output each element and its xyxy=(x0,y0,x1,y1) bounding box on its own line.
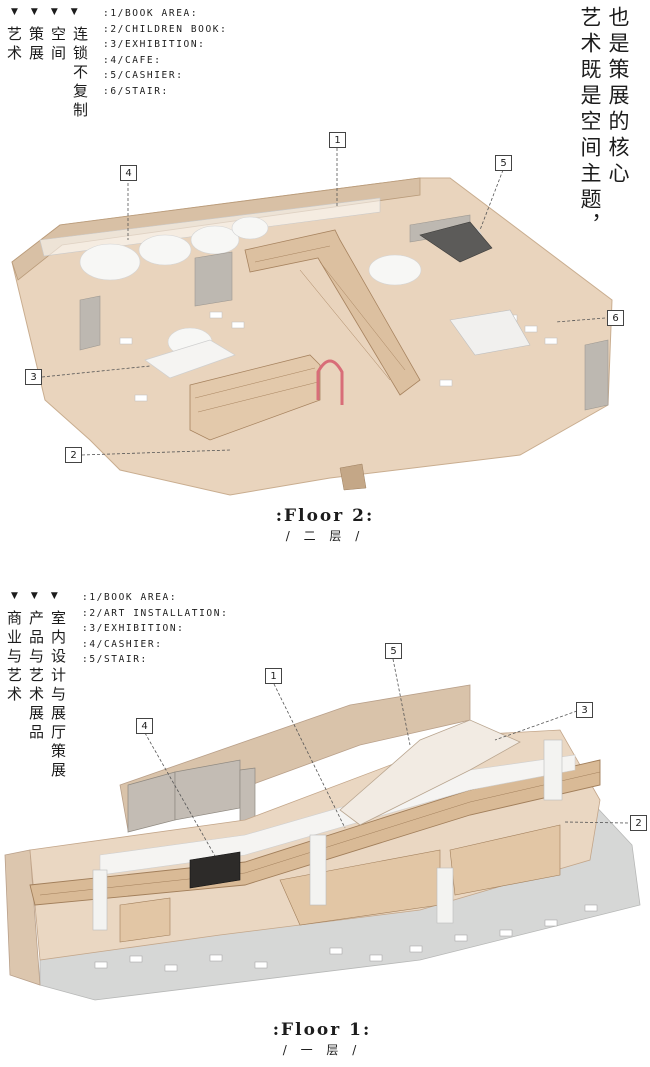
tag-column: 空间 xyxy=(49,26,67,64)
floor1-left-wall xyxy=(4,849,41,986)
floor2-leader-lines xyxy=(41,148,606,456)
floor2-callout-1: 1 xyxy=(329,132,346,148)
slogan-column: 也是策展的核心 xyxy=(606,6,630,188)
marker: ▼ xyxy=(30,7,38,17)
tag-column: 室内设计与展厅策展 xyxy=(49,610,67,781)
floor1-legend: :1/BOOK AREA: :2/ART INSTALLATION: :3/EX… xyxy=(82,590,228,668)
legend-item: :3/EXHIBITION: xyxy=(82,623,185,634)
floor1-markers: ▼ ▼ ▼ xyxy=(11,592,58,601)
floor2-back-wall xyxy=(11,177,421,281)
floor2-title: :Floor 2: xyxy=(275,506,375,526)
floor1-tag-columns: 商业与艺术 产品与艺术展品 室内设计与展厅策展 xyxy=(5,610,67,781)
floor2-exhibition-plinth xyxy=(144,339,236,379)
legend-item: :3/EXHIBITION: xyxy=(103,39,206,50)
legend-item: :5/STAIR: xyxy=(82,654,148,665)
floor2-markers: ▼ ▼ ▼ ▼ xyxy=(11,8,78,17)
tag-column: 策展 xyxy=(27,26,45,64)
floor1-subtitle: / 一 层 / xyxy=(282,1043,362,1057)
legend-item: :5/CASHIER: xyxy=(103,70,184,81)
floor2-arch xyxy=(316,359,344,405)
floor1-bookshelves xyxy=(119,824,561,943)
floor1-plaza-tables xyxy=(94,904,598,972)
tag-column: 艺术 xyxy=(5,26,23,64)
floor2-bookshelf-spine xyxy=(244,229,421,396)
legend-item: :1/BOOK AREA: xyxy=(103,8,199,19)
tag-column: 连锁不复制 xyxy=(71,26,89,121)
floor2-entry-step xyxy=(339,463,367,491)
legend-item: :2/CHILDREN BOOK: xyxy=(103,23,228,35)
floor2-callout-4: 4 xyxy=(120,165,137,181)
floor2-tag-columns: 艺术 策展 空间 连锁不复制 xyxy=(5,26,89,121)
floor2-callout-5: 5 xyxy=(495,155,512,171)
floor1-title: :Floor 1: xyxy=(272,1020,372,1040)
floor1-callout-1: 1 xyxy=(265,668,282,684)
floor2-cashier xyxy=(419,221,493,263)
slogan-column: 艺术既是空间主题， xyxy=(578,6,602,240)
marker: ▼ xyxy=(11,591,18,601)
floor1-callout-3: 3 xyxy=(576,702,593,718)
floor2-stair xyxy=(449,309,531,356)
floor1-leader-lines xyxy=(144,658,629,857)
floor2-subtitle: / 二 层 / xyxy=(285,529,365,543)
floor1-callout-4: 4 xyxy=(136,718,153,734)
floor2-callout-2: 2 xyxy=(65,447,82,463)
tag-column: 商业与艺术 xyxy=(5,610,23,705)
floor1-callout-2: 2 xyxy=(630,815,647,831)
marker: ▼ xyxy=(50,591,58,601)
floor1-cashier xyxy=(189,851,241,889)
floor1-book-band xyxy=(99,754,576,876)
floor2-shelf-lines xyxy=(254,245,406,381)
floor1-stair xyxy=(339,719,521,826)
floor1-columns xyxy=(92,739,563,931)
marker: ▼ xyxy=(70,7,78,17)
marker: ▼ xyxy=(30,591,38,601)
marker: ▼ xyxy=(50,7,58,17)
floor2-slogan: 艺术既是空间主题， 也是策展的核心 xyxy=(578,6,630,240)
tag-column: 产品与艺术展品 xyxy=(27,610,45,743)
legend-item: :2/ART INSTALLATION: xyxy=(82,607,229,619)
legend-item: :6/STAIR: xyxy=(103,85,169,97)
legend-item: :4/CAFE: xyxy=(103,54,162,66)
floor2-legend: :1/BOOK AREA: :2/CHILDREN BOOK: :3/EXHIB… xyxy=(103,6,227,99)
floor2-callout-6: 6 xyxy=(607,310,624,326)
floor1-callout-5: 5 xyxy=(385,643,402,659)
legend-item: :1/BOOK AREA: xyxy=(82,592,178,603)
floor2-axonometric-drawing xyxy=(11,148,613,496)
marker: ▼ xyxy=(11,7,18,17)
legend-item: :4/CASHIER: xyxy=(82,638,163,650)
floor2-callout-3: 3 xyxy=(25,369,42,385)
